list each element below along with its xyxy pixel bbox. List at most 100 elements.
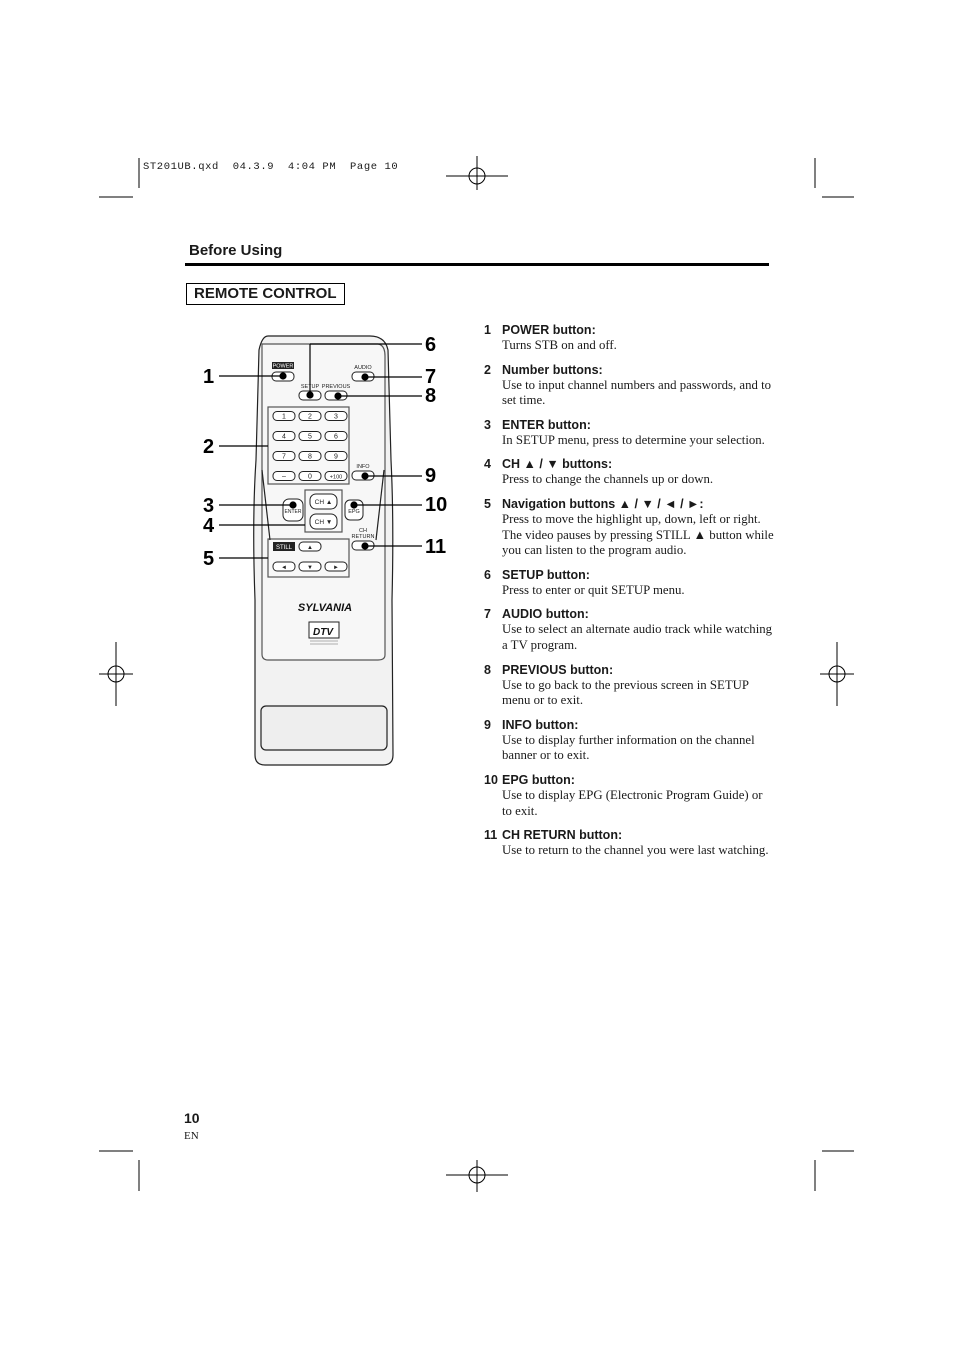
description-item-heading: 8 PREVIOUS button: <box>484 662 774 678</box>
description-item: 8 PREVIOUS button:Use to go back to the p… <box>484 662 774 709</box>
description-item-title: INFO button: <box>502 717 579 732</box>
description-item-title: POWER button: <box>502 323 596 337</box>
number-key-label: 6 <box>334 434 338 441</box>
description-item-text: Use to display further information on th… <box>502 732 755 763</box>
description-item-number: 9 <box>484 717 491 732</box>
number-key[interactable] <box>298 431 322 441</box>
callout-9: 9 <box>425 465 436 487</box>
description-item-text: Use to return to the channel you were la… <box>502 843 769 858</box>
ch-up-label: CH ▲ <box>315 499 333 506</box>
description-item-text: Use to go back to the previous screen in… <box>502 677 749 708</box>
nav-left-button[interactable] <box>272 561 296 572</box>
section-divider <box>185 263 769 266</box>
number-key[interactable] <box>298 451 322 461</box>
description-item-number: 10 <box>484 772 498 787</box>
description-item-heading: 9 INFO button: <box>484 717 774 733</box>
description-item-number: 1 <box>484 323 491 337</box>
description-item-number: 4 <box>484 457 491 472</box>
description-item-text: The video pauses by pressing STILL ▲ but… <box>502 527 774 558</box>
number-key-label: 0 <box>308 474 312 481</box>
number-key-label: 7 <box>282 454 286 461</box>
callout-11: 11 <box>425 536 446 558</box>
nav-up-glyph: ▲ <box>307 545 313 551</box>
epg-label: EPG <box>348 509 360 515</box>
callout-7: 7 <box>425 366 436 388</box>
ch-up-button[interactable] <box>309 493 338 510</box>
remote-control-illustration: POWER SETUP PREVIOUS AUDIO INFO EPG ENTE… <box>203 334 447 766</box>
description-item-title: PREVIOUS button: <box>502 662 614 677</box>
ch-frame <box>304 489 343 533</box>
nav-left-glyph: ◄ <box>281 565 287 571</box>
number-key[interactable] <box>324 471 348 481</box>
description-item-title: Number buttons: <box>502 362 603 377</box>
callout-8: 8 <box>425 385 436 407</box>
description-item: 9 INFO button:Use to display further info… <box>484 717 774 764</box>
number-key-label: 9 <box>334 454 338 461</box>
number-key-label: 4 <box>282 434 286 441</box>
number-key[interactable] <box>272 411 296 421</box>
description-item-title: EPG button: <box>502 772 575 787</box>
previous-label: PREVIOUS <box>322 384 351 390</box>
nav-right-button[interactable] <box>324 561 348 572</box>
number-key-label: +100 <box>330 475 342 481</box>
description-item-number: 5 <box>484 496 491 511</box>
number-key-label: 3 <box>334 414 338 421</box>
description-item-title: ENTER button: <box>502 417 591 432</box>
number-key[interactable] <box>324 411 348 421</box>
description-item-number: 7 <box>484 607 491 622</box>
nav-down-glyph: ▼ <box>307 565 313 571</box>
ch-down-label: CH ▼ <box>315 519 333 526</box>
description-item-number: 6 <box>484 567 491 582</box>
nav-down-button[interactable] <box>298 561 322 572</box>
description-item-text: Press to change the channels up or down. <box>502 472 714 487</box>
ch-down-button[interactable] <box>309 513 338 530</box>
power-label: POWER <box>273 364 294 370</box>
nav-up-button[interactable] <box>298 541 322 552</box>
print-slug: ST201UB.qxd 04.3.9 4:04 PM Page 10 <box>143 161 399 173</box>
description-item-title: CH ▲ / ▼ buttons: <box>502 457 613 472</box>
description-item-number: 11 <box>484 828 498 843</box>
number-key[interactable] <box>298 411 322 421</box>
info-label: INFO <box>356 464 370 470</box>
callout-3: 3 <box>203 495 214 517</box>
remote-window <box>260 705 388 751</box>
description-item-title: SETUP button: <box>502 567 590 582</box>
number-key[interactable] <box>272 431 296 441</box>
enter-label: ENTER <box>285 509 302 515</box>
description-item-heading: 1 POWER button: <box>484 322 774 338</box>
audio-label: AUDIO <box>354 365 372 371</box>
number-key[interactable] <box>272 451 296 461</box>
ch-return-label-1: CH <box>359 528 367 534</box>
callout-6: 6 <box>425 334 436 356</box>
nav-right-glyph: ► <box>333 565 339 571</box>
description-item: 4 CH ▲ / ▼ buttons:Press to change the ch… <box>484 456 774 488</box>
description-item: 1 POWER button:Turns STB on and off. <box>484 322 774 354</box>
number-key[interactable] <box>324 431 348 441</box>
page-number: 10 <box>184 1110 200 1126</box>
number-key[interactable] <box>324 451 348 461</box>
number-key[interactable] <box>272 471 296 481</box>
number-key[interactable] <box>298 471 322 481</box>
number-key-label: – <box>282 474 286 481</box>
description-item-text: Press to move the highlight up, down, le… <box>502 511 761 526</box>
description-item-text: In SETUP menu, press to determine your s… <box>502 432 765 447</box>
callout-1: 1 <box>203 366 214 388</box>
description-item-number: 8 <box>484 662 491 677</box>
brand-logo: SYLVANIA <box>298 602 352 614</box>
description-item-text: Turns STB on and off. <box>502 338 617 352</box>
description-item-heading: 4 CH ▲ / ▼ buttons: <box>484 456 774 472</box>
callout-10: 10 <box>425 494 447 516</box>
